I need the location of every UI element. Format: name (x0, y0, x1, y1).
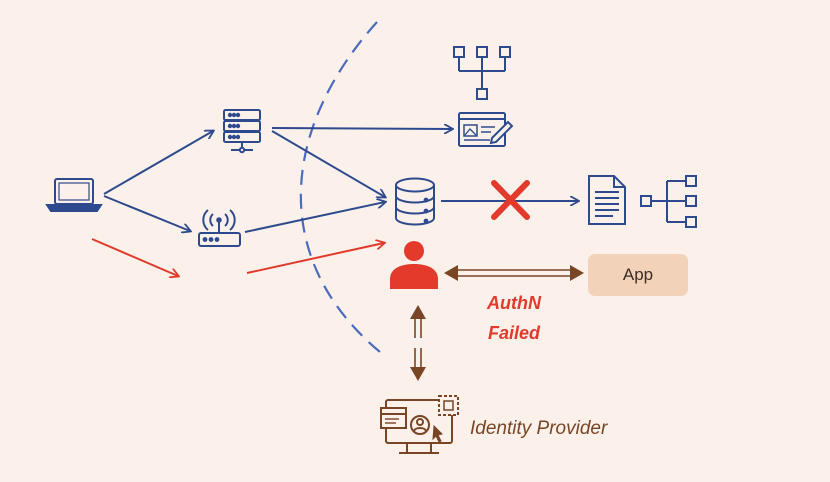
user-icon (390, 241, 438, 289)
router-to-database-arrow (244, 202, 385, 233)
laptop-icon (45, 178, 103, 212)
attack-path (91, 238, 384, 276)
document-icon (588, 175, 626, 225)
attacker-arrow-2 (246, 243, 384, 274)
identity-provider-label: Identity Provider (470, 418, 608, 439)
hierarchy-icon (453, 46, 511, 100)
authn-line-2: Failed (487, 323, 540, 343)
server-icon (223, 109, 261, 154)
tree-icon (640, 175, 697, 228)
trust-boundary-arc (299, 21, 381, 353)
app-box: App (588, 254, 688, 296)
laptop-to-server-arrow (103, 131, 213, 195)
dashboard-icon (458, 112, 514, 147)
router-icon (198, 209, 241, 247)
server-to-dashboard-arrow (271, 128, 452, 129)
user-app-double-arrow (444, 265, 584, 281)
blocked-x-icon (491, 180, 530, 220)
identity-provider-icon (380, 395, 459, 454)
authn-line-1: AuthN (487, 293, 541, 313)
server-to-database-arrow (271, 130, 385, 197)
authn-failed-label: AuthN Failed (474, 288, 554, 348)
idp-down-arrow (410, 348, 426, 381)
network-connections (103, 128, 578, 233)
database-icon (395, 177, 435, 226)
app-label: App (622, 265, 654, 284)
laptop-to-router-arrow (103, 195, 190, 231)
attacker-arrow-1 (91, 238, 178, 276)
user-up-arrow (410, 305, 426, 338)
